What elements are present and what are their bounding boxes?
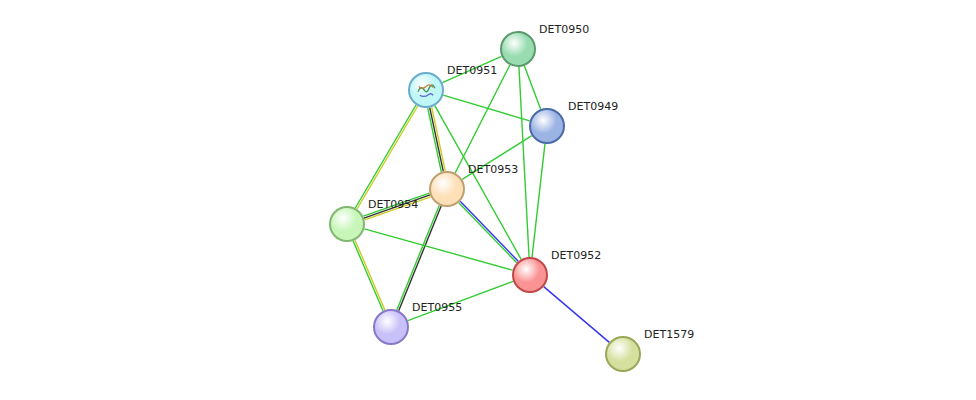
protein-node: DET0953 (429, 171, 465, 207)
evidence-line (397, 205, 439, 310)
protein-structure (410, 74, 442, 106)
protein-node: DET0954 (329, 206, 365, 242)
evidence-line (364, 195, 430, 218)
interaction-edge (544, 287, 610, 343)
evidence-line (459, 203, 517, 263)
interaction-edge (397, 205, 441, 310)
interaction-edge (442, 56, 501, 82)
evidence-line (443, 95, 529, 121)
evidence-line (399, 206, 441, 311)
evidence-line (364, 229, 512, 270)
interaction-edge (459, 201, 518, 262)
evidence-line (532, 144, 545, 257)
node-label: DET0953 (468, 163, 518, 176)
protein-node: DET0955 (373, 309, 409, 345)
node-label: DET0952 (551, 249, 601, 262)
protein-node: DET0951 (408, 72, 444, 108)
interaction-edge (428, 107, 445, 172)
interaction-edge (363, 193, 430, 220)
interaction-edge (443, 95, 529, 121)
evidence-line (524, 66, 540, 109)
protein-node: DET0950 (500, 31, 536, 67)
interaction-edge (364, 229, 512, 270)
protein-node: DET0952 (512, 257, 548, 293)
evidence-line (365, 197, 431, 220)
evidence-line (544, 287, 610, 343)
evidence-line (355, 105, 416, 208)
protein-node: DET1579 (605, 336, 641, 372)
interaction-edge (524, 66, 540, 109)
evidence-line (353, 241, 383, 311)
node-label: DET0955 (412, 301, 462, 314)
interaction-edge (355, 105, 417, 209)
node-label: DET0949 (568, 100, 618, 113)
interaction-edge (353, 240, 385, 311)
interaction-edge (455, 65, 510, 173)
evidence-line (462, 136, 532, 180)
evidence-line (408, 281, 513, 320)
evidence-line (442, 56, 501, 82)
node-label: DET0954 (368, 198, 418, 211)
interaction-edge (462, 136, 532, 180)
interaction-edge (408, 281, 513, 320)
evidence-line (460, 201, 518, 261)
node-label: DET0951 (447, 64, 497, 77)
evidence-line (428, 108, 442, 172)
evidence-line (355, 240, 385, 310)
interaction-edge (519, 67, 529, 257)
node-label: DET0950 (539, 23, 589, 36)
evidence-line (455, 65, 510, 173)
evidence-line (519, 67, 529, 257)
interaction-edge (532, 144, 545, 257)
evidence-line (363, 193, 429, 216)
evidence-line (357, 106, 418, 209)
protein-node: DET0949 (529, 108, 565, 144)
node-label: DET1579 (644, 328, 694, 341)
